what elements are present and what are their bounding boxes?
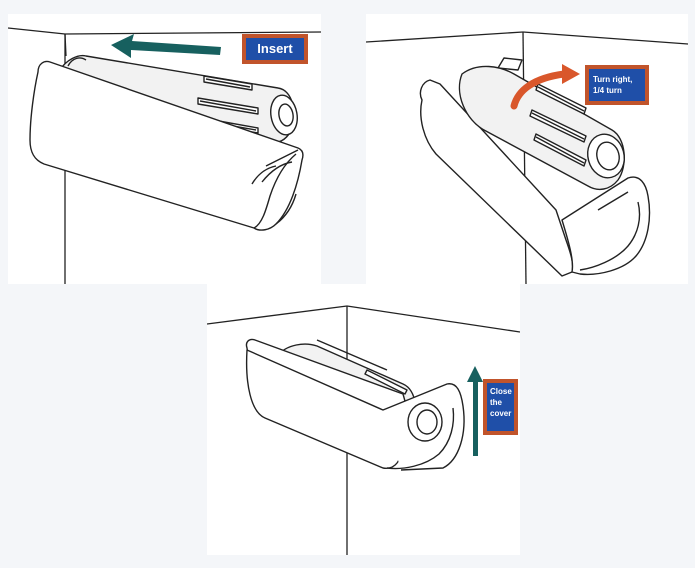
insert-arrow [111, 34, 221, 58]
turn-callout: Turn right, 1/4 turn [585, 65, 649, 105]
close-callout-line1: Close [490, 387, 512, 396]
insert-illustration [8, 27, 321, 284]
close-callout-line2: the [490, 398, 502, 407]
close-arrow [467, 366, 483, 456]
step-2-panel: Turn right, 1/4 turn [366, 14, 688, 284]
step-1-panel: Insert [8, 14, 321, 284]
step-3-panel: Close the cover [207, 284, 520, 555]
turn-callout-line2: 1/4 turn [593, 86, 622, 95]
turn-callout-line1: Turn right, [593, 75, 633, 84]
turn-arrow [510, 64, 580, 110]
insert-callout: Insert [242, 34, 308, 64]
turn-illustration [366, 31, 688, 284]
close-callout: Close the cover [483, 379, 518, 435]
close-callout-line3: cover [490, 409, 512, 418]
close-illustration [207, 305, 520, 555]
